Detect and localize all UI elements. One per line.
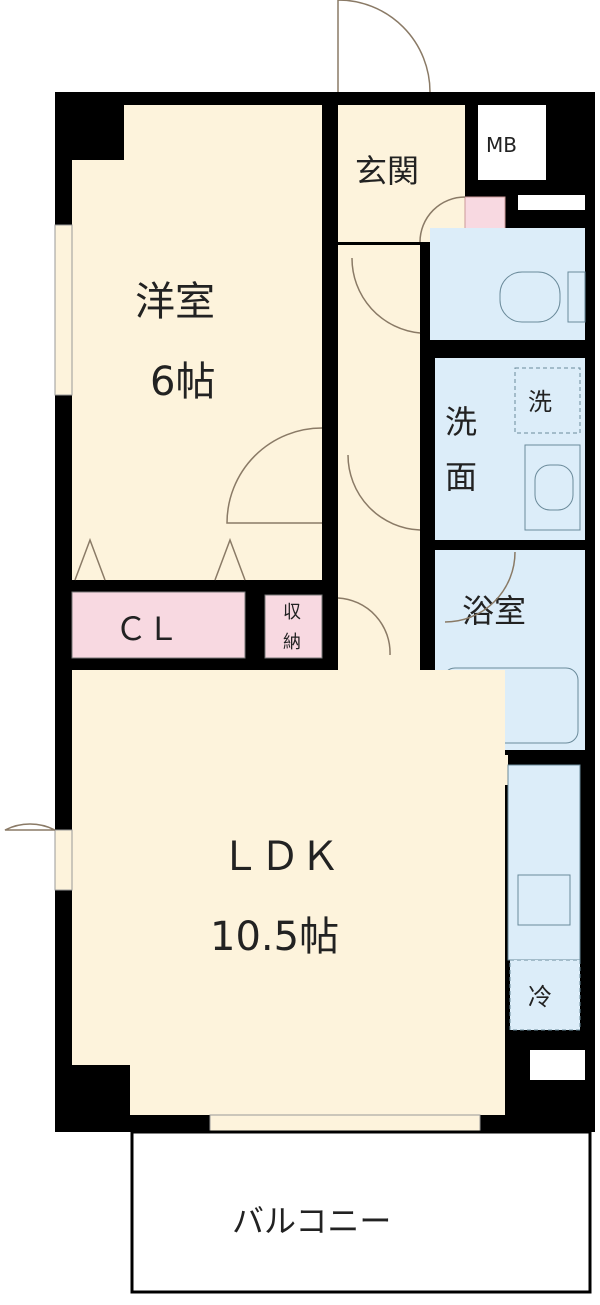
- pipe-space: [518, 195, 585, 210]
- entrance-door-swing: [337, 0, 431, 93]
- entrance-label: 玄関: [355, 152, 419, 190]
- bath-door-swing: [444, 551, 516, 623]
- washroom-door-swing: [347, 454, 421, 531]
- wall-corner-bottom-left: [72, 1065, 130, 1115]
- window-left: [54, 224, 73, 396]
- closet-label: ＣＬ: [115, 610, 179, 648]
- storage: [264, 594, 323, 659]
- washer-space: [514, 367, 581, 434]
- ldk-size: 10.5帖: [210, 914, 339, 960]
- western-room-size: 6帖: [150, 359, 215, 405]
- storage-label-2: 納: [283, 632, 301, 653]
- toilet-bowl: [499, 271, 561, 323]
- washroom-label-1: 洗: [445, 403, 477, 441]
- closet: [71, 591, 246, 659]
- bathroom-label: 浴室: [462, 592, 526, 630]
- fridge-label: 冷: [528, 983, 552, 1011]
- pipe-space-lower: [530, 1050, 585, 1080]
- washer-label: 洗: [528, 388, 552, 416]
- toilet-tank: [567, 271, 586, 323]
- wash-basin: [524, 444, 581, 531]
- wall-corner: [72, 105, 124, 160]
- room-door-swing: [226, 427, 323, 524]
- toilet-door-swing: [351, 257, 421, 334]
- fridge-space: [509, 959, 581, 1031]
- kitchen-counter: [507, 764, 581, 961]
- balcony: [130, 1130, 592, 1294]
- ldk-side-door-swing: [4, 823, 56, 831]
- western-room-floor: [72, 105, 322, 580]
- western-room-name: 洋室: [135, 279, 215, 325]
- ldk-floor-right: [420, 755, 508, 785]
- washroom-label-2: 面: [445, 458, 477, 496]
- balcony-window: [209, 1114, 481, 1133]
- basin-bowl: [534, 464, 574, 511]
- meter-box: [478, 105, 546, 180]
- ldk-floor: [72, 670, 505, 1115]
- meter-box-label: MB: [486, 133, 517, 157]
- storage-label-1: 収: [283, 602, 301, 623]
- storage-door-swing: [337, 597, 391, 656]
- entrance-floor: [338, 105, 465, 242]
- shoebox-door-swing: [419, 196, 466, 243]
- ldk-side-door: [54, 829, 73, 891]
- kitchen-sink: [517, 874, 571, 926]
- ldk-name: ＬＤＫ: [220, 834, 340, 880]
- closet-door-marks: [74, 537, 246, 581]
- balcony-label: バルコニー: [232, 1202, 391, 1240]
